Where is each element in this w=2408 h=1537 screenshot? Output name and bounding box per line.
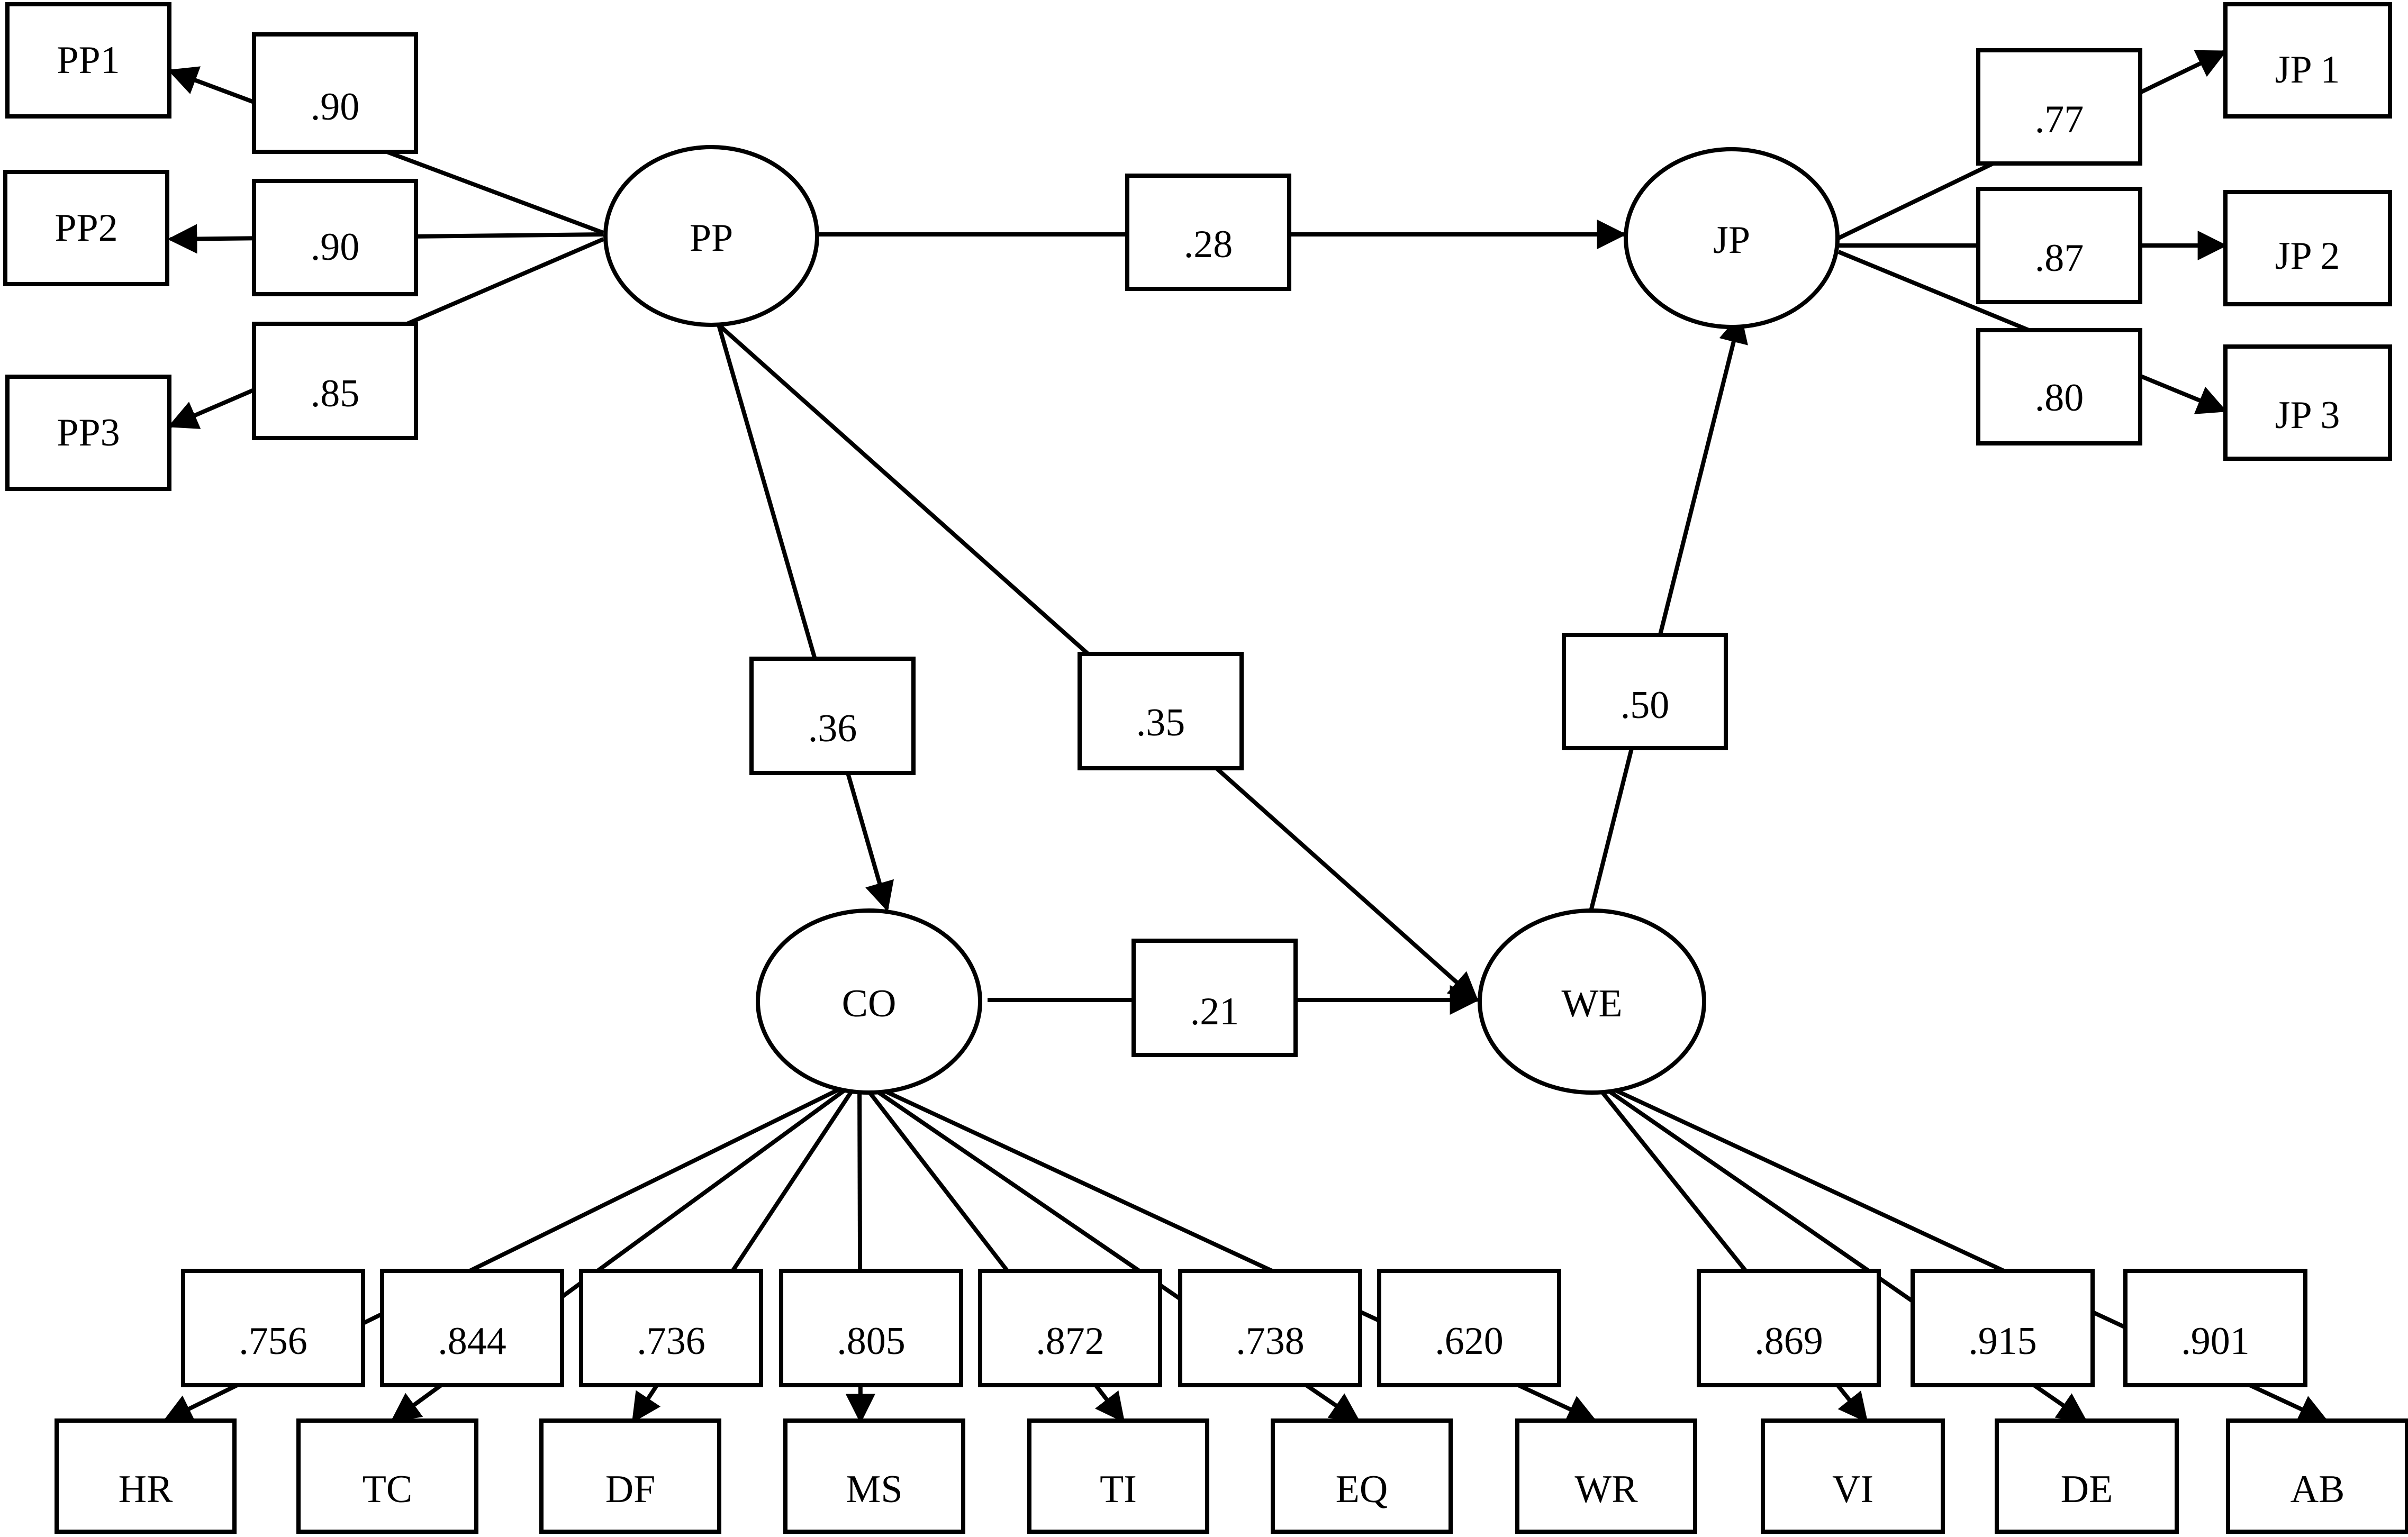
latent-co-label: CO [842,982,897,1025]
indicator-ti: TI [1027,1418,1209,1534]
indicator-jp1: JP 1 [2223,2,2392,119]
loading-jp2-value: .87 [2035,237,2084,280]
loading-jp1: .77 [1976,48,2142,166]
indicator-jp3-label: JP 3 [2275,394,2340,437]
indicator-pp2-label: PP2 [55,206,117,250]
path-we-jp: .50 [1562,633,1728,750]
path-we-jp-value: .50 [1621,684,1670,727]
loading-pp2-value: .90 [311,225,360,269]
path-pp-we-value: .35 [1136,701,1185,744]
loading-pp2: .90 [252,179,418,296]
indicator-ms: MS [783,1418,965,1534]
latent-we-label: WE [1561,982,1622,1025]
indicator-jp2-label: JP 2 [2275,234,2340,278]
loading-pp1: .90 [252,32,418,154]
loading-pp3: .85 [252,322,418,440]
loading-pp3-value: .85 [311,372,360,415]
indicator-de-label: DE [2061,1468,2113,1511]
latent-co: CO [756,908,982,1095]
indicator-hr-label: HR [119,1468,173,1511]
loading-tc: .844 [380,1269,564,1387]
indicator-pp1-label: PP1 [57,39,120,82]
loading-de-value: .915 [1968,1320,2037,1363]
indicator-eq: EQ [1271,1418,1453,1534]
loading-vi-value: .869 [1754,1320,1823,1363]
indicator-eq-label: EQ [1336,1468,1388,1511]
loading-pp1-value: .90 [311,85,360,129]
latent-we: WE [1478,908,1706,1095]
indicator-df: DF [539,1418,721,1534]
latent-pp-label: PP [690,216,733,260]
loading-de: .915 [1911,1269,2095,1387]
path-pp-co: .36 [749,657,916,775]
path-pp-jp: .28 [1125,174,1291,291]
path-pp-jp-value: .28 [1184,223,1233,266]
indicator-df-label: DF [605,1468,656,1511]
indicator-wr-label: WR [1574,1468,1638,1511]
indicator-ab: AB [2226,1418,2408,1534]
loading-jp3: .80 [1976,328,2142,445]
path-pp-we: .35 [1078,652,1244,770]
loading-eq-value: .738 [1236,1320,1305,1363]
indicator-vi-label: VI [1832,1468,1873,1511]
indicator-pp1: PP1 [5,2,171,119]
loading-jp2: .87 [1976,187,2142,304]
latent-jp: JP [1624,147,1840,329]
path-co-we-value: .21 [1190,990,1239,1033]
loading-jp3-value: .80 [2035,376,2084,420]
latent-pp: PP [603,145,819,327]
loading-ab: .901 [2123,1269,2307,1387]
indicator-pp3: PP3 [5,375,171,491]
loading-ti: .872 [978,1269,1162,1387]
loading-hr: .756 [181,1269,365,1387]
indicator-de: DE [1995,1418,2179,1534]
loading-df-value: .736 [637,1320,705,1363]
arrow-we-to-jp [1589,313,1748,912]
indicator-pp2: PP2 [3,170,169,286]
indicator-hr: HR [55,1418,237,1534]
loading-eq: .738 [1178,1269,1362,1387]
indicator-jp1-label: JP 1 [2275,48,2340,92]
arrow-pp-to-co [717,324,894,912]
loading-ti-value: .872 [1036,1320,1105,1363]
indicator-ms-label: MS [846,1468,903,1511]
indicator-wr: WR [1515,1418,1697,1534]
indicator-ti-label: TI [1100,1468,1137,1511]
path-pp-co-value: .36 [808,707,857,750]
loading-wr: .620 [1377,1269,1561,1387]
indicator-jp2: JP 2 [2223,190,2392,306]
indicator-vi: VI [1761,1418,1945,1534]
loading-tc-value: .844 [438,1320,506,1363]
indicator-pp3-label: PP3 [57,411,120,454]
loading-wr-value: .620 [1435,1320,1504,1363]
loading-vi: .869 [1697,1269,1881,1387]
loading-ms: .805 [779,1269,963,1387]
loading-ms-value: .805 [837,1320,906,1363]
path-co-we: .21 [1131,939,1298,1057]
indicator-tc: TC [296,1418,478,1534]
indicator-ab-label: AB [2291,1468,2345,1511]
latent-jp-label: JP [1713,219,1750,262]
loading-df: .736 [579,1269,763,1387]
loading-ab-value: .901 [2181,1320,2250,1363]
loading-jp1-value: .77 [2035,98,2084,141]
loading-hr-value: .756 [239,1320,307,1363]
indicator-tc-label: TC [363,1468,413,1511]
indicator-jp3: JP 3 [2223,344,2392,461]
